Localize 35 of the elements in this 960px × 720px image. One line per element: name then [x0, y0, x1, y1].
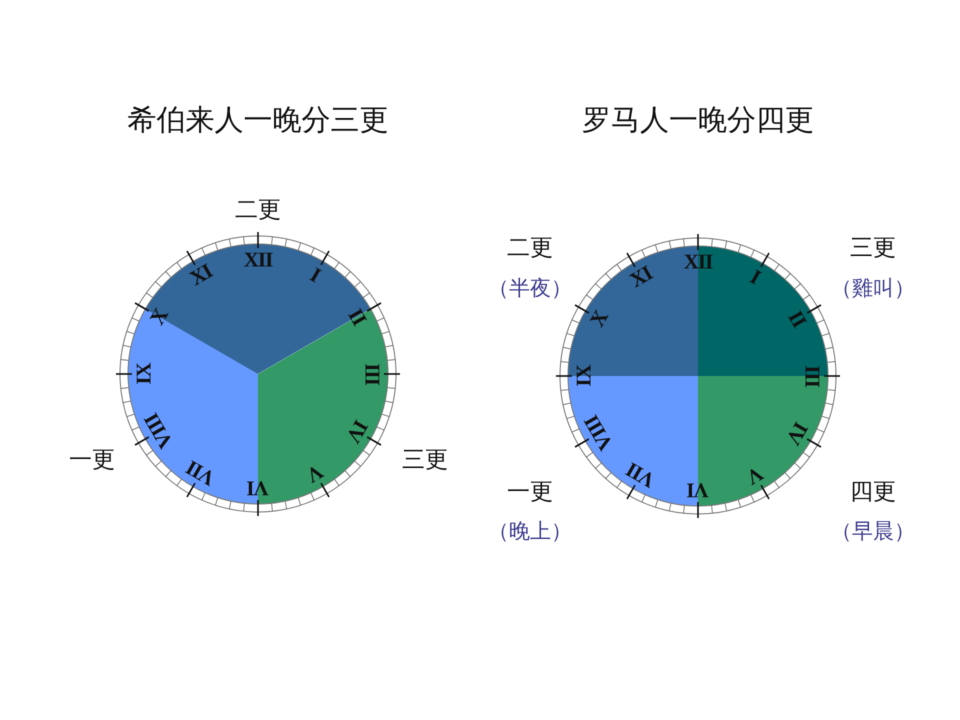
watch-label: 四更 [850, 478, 896, 506]
time-note: （晚上） [488, 518, 572, 544]
roman-numeral: III [362, 363, 382, 385]
watch-label: 一更 [507, 478, 553, 506]
roman-numeral: IV [342, 416, 372, 446]
watch-label: 三更 [402, 446, 448, 474]
time-note: （雞叫） [831, 276, 915, 300]
watch-label: 二更 [234, 196, 281, 224]
roman-numeral: VII [183, 456, 219, 489]
roman-numeral: XII [244, 250, 272, 270]
watch-label: 二更 [507, 234, 553, 262]
roman-numeral: X [586, 308, 612, 330]
roman-numeral: XII [684, 252, 712, 272]
roman-numeral: IX [574, 365, 594, 387]
roman-numeral: VII [623, 458, 659, 491]
roman-numeral: X [146, 306, 172, 328]
roman-numeral: III [802, 365, 822, 387]
time-note: （早晨） [831, 518, 915, 544]
roman-numeral: V [304, 460, 326, 486]
roman-numeral: VI [687, 480, 709, 500]
roman-numeral: IV [782, 418, 812, 448]
panel-title: 希伯来人一晚分三更 [128, 103, 388, 137]
roman-numeral: IX [134, 363, 154, 385]
roman-numeral: II [784, 308, 810, 330]
watch-label: 一更 [69, 446, 115, 474]
watch-label: 三更 [850, 234, 896, 262]
roman-numeral: VI [247, 478, 269, 498]
roman-numeral: V [744, 462, 766, 488]
roman-numeral: I [306, 264, 324, 286]
roman-numeral: XI [186, 260, 216, 290]
roman-numeral: II [344, 306, 370, 328]
roman-numeral: XI [626, 262, 656, 292]
roman-numeral: I [746, 266, 764, 288]
panel-title: 罗马人一晚分四更 [582, 103, 814, 137]
time-note: （半夜） [488, 276, 572, 300]
